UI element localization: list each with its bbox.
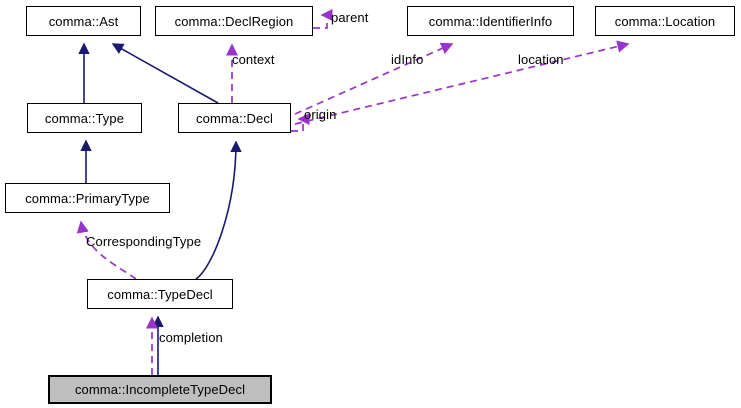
edge-typedecl-inherits-decl <box>195 140 242 280</box>
edge-decl-location-location <box>294 40 630 125</box>
edge-label-idinfo: idInfo <box>391 52 424 67</box>
class-node-comma-typedecl[interactable]: comma::TypeDecl <box>87 279 233 309</box>
edge-label-origin: origin <box>304 107 337 122</box>
edge-label-location: location <box>518 52 564 67</box>
class-node-comma-ast[interactable]: comma::Ast <box>26 6 141 36</box>
edge-decl-idinfo-identifierinfo <box>294 42 454 115</box>
class-node-comma-decl[interactable]: comma::Decl <box>178 103 291 133</box>
class-node-comma-location[interactable]: comma::Location <box>595 6 735 36</box>
class-node-comma-incompletetypedecl[interactable]: comma::IncompleteTypeDecl <box>48 375 272 404</box>
edge-label-completion: completion <box>159 330 223 345</box>
edge-label-context: context <box>232 52 275 67</box>
edge-declregion-parent-self <box>313 8 333 29</box>
edge-typedecl-correspondingtype-primarytype <box>76 220 137 280</box>
class-node-comma-identifierinfo[interactable]: comma::IdentifierInfo <box>407 6 574 36</box>
edge-decl-inherits-ast <box>111 43 219 104</box>
class-node-comma-declregion[interactable]: comma::DeclRegion <box>155 6 313 36</box>
class-node-comma-type[interactable]: comma::Type <box>27 103 142 133</box>
edge-decl-origin-self <box>291 112 310 132</box>
edge-label-parent: parent <box>331 10 369 25</box>
edge-label-correspondingtype: CorrespondingType <box>86 234 202 249</box>
class-node-comma-primarytype[interactable]: comma::PrimaryType <box>5 183 170 213</box>
